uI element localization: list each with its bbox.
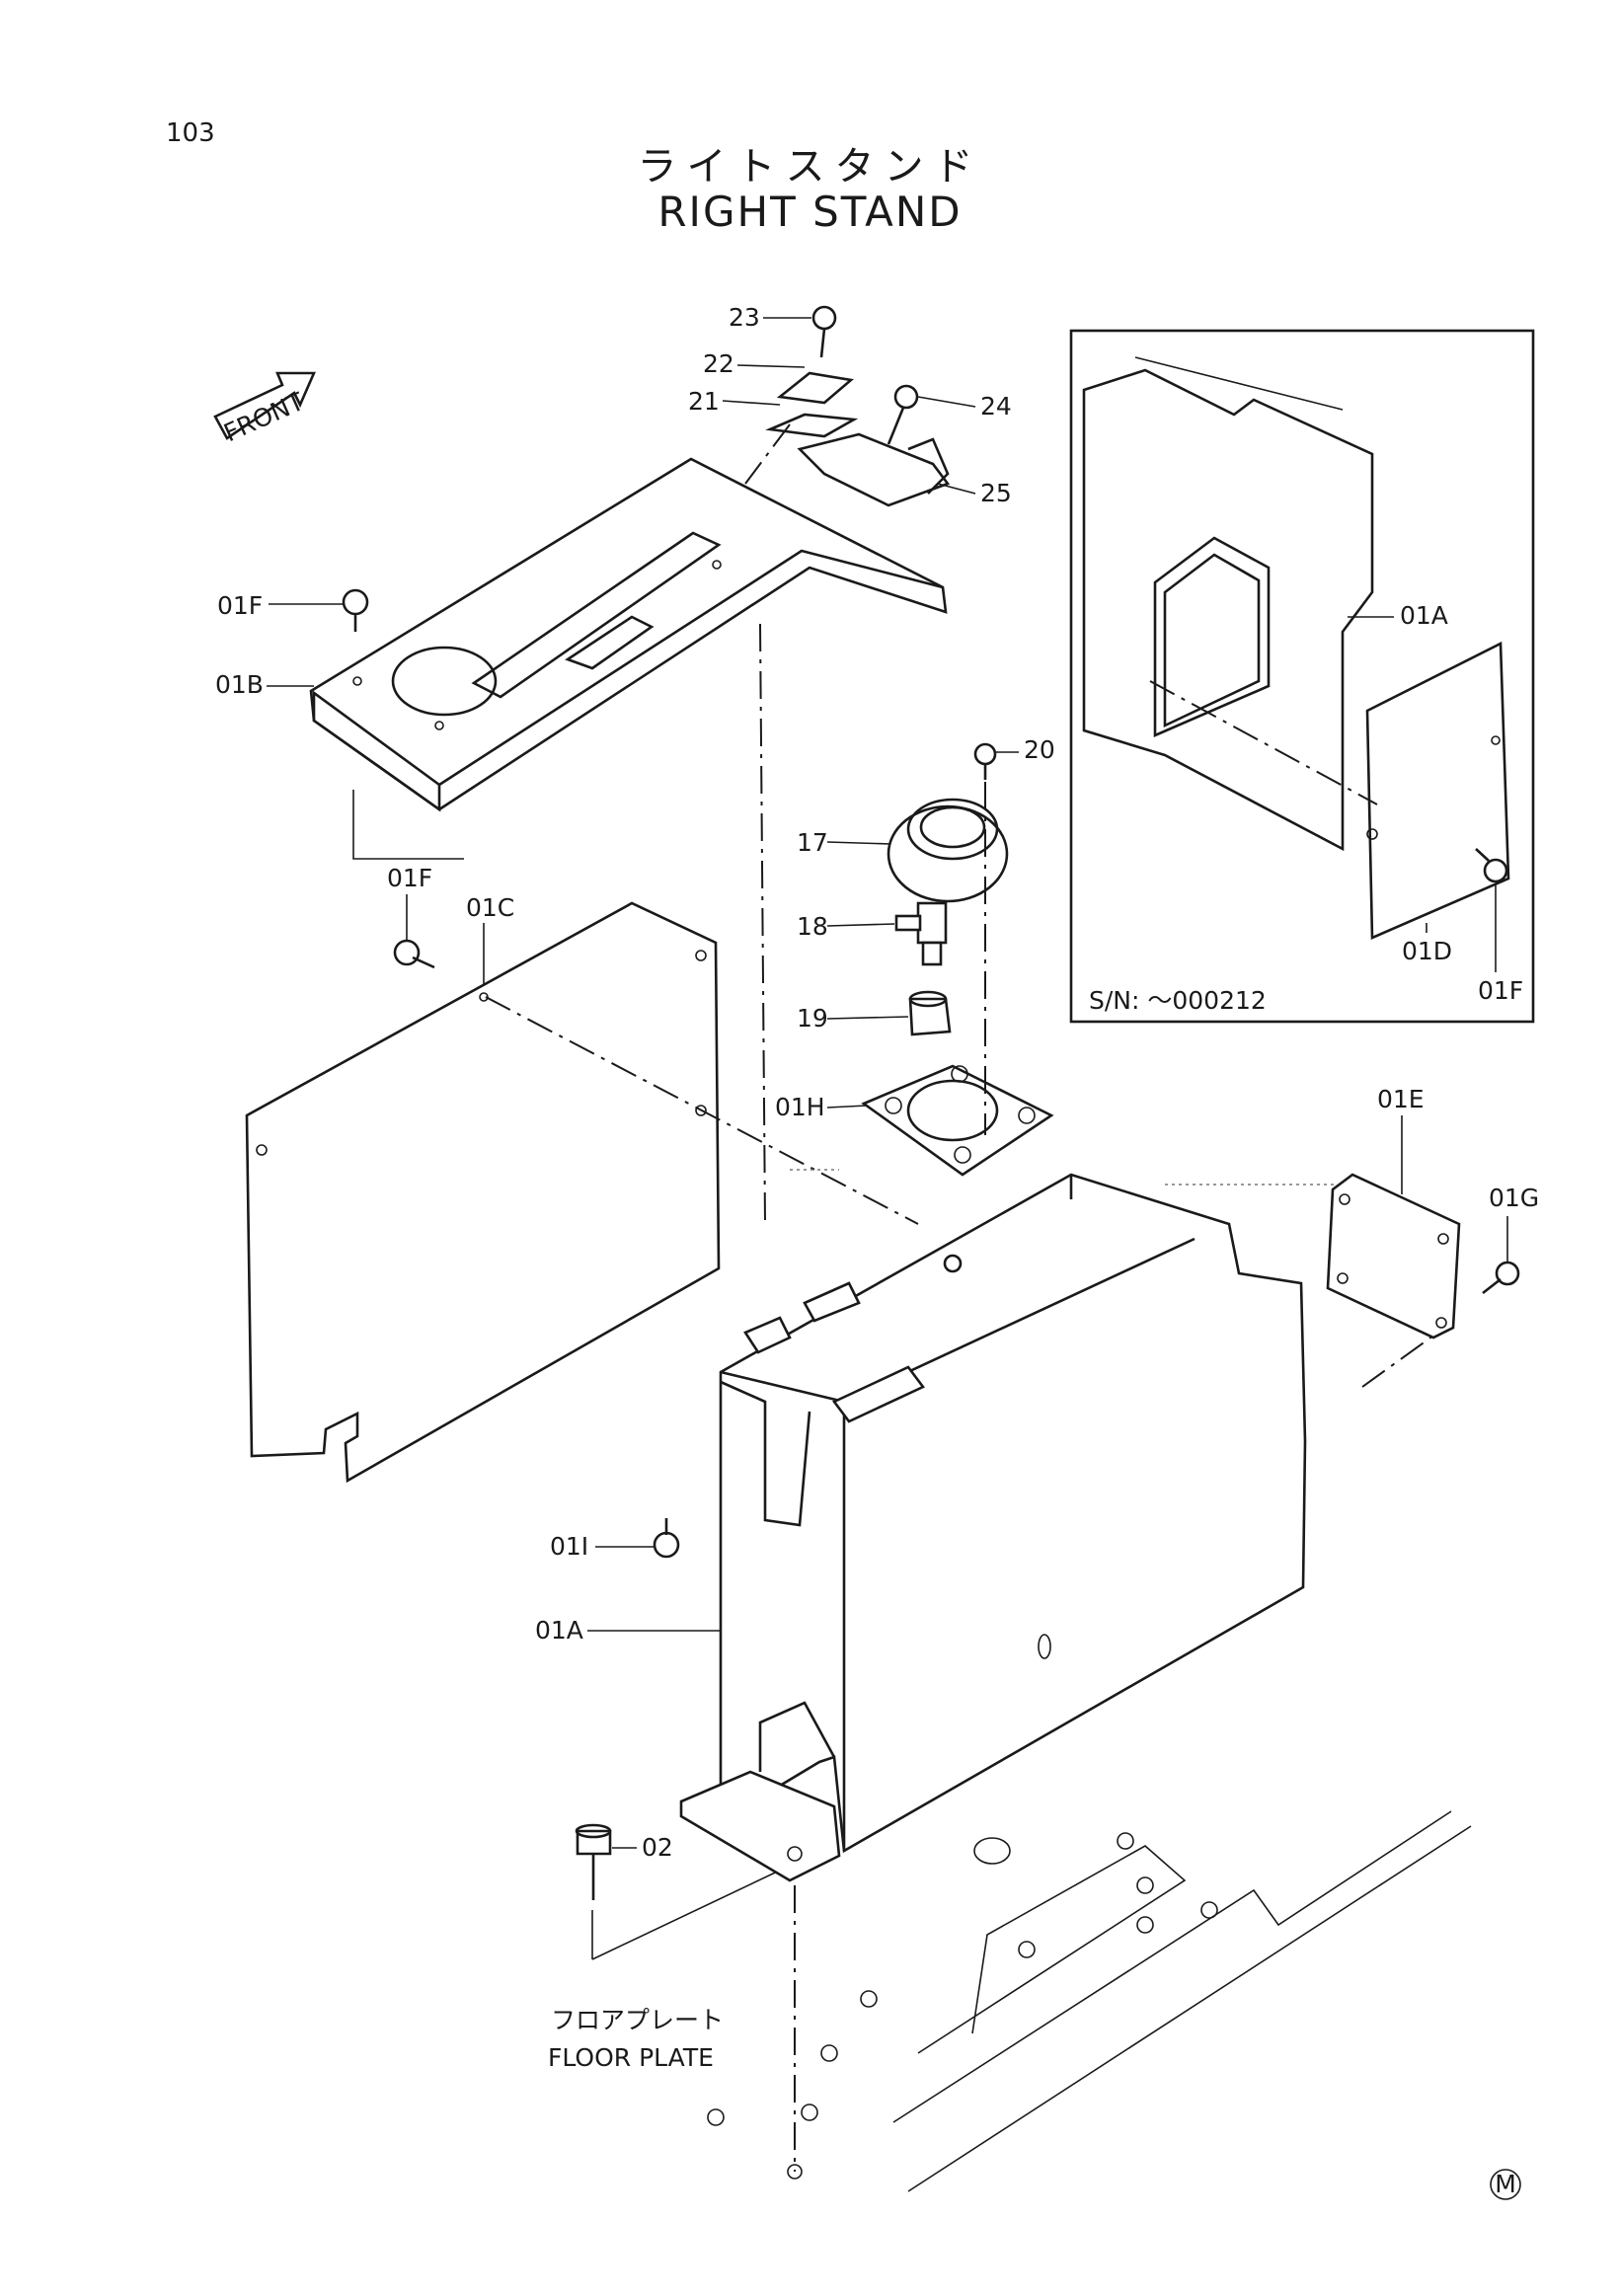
callout-19: 19 (797, 1004, 828, 1033)
serial-range-label: S/N: ～000212 (1089, 986, 1267, 1015)
m-mark-letter: M (1495, 2170, 1516, 2198)
callout-01H: 01H (775, 1093, 825, 1121)
callout-inset-01F: 01F (1478, 976, 1523, 1005)
page-number: 103 (166, 118, 215, 148)
diagram-title-japanese: ライトスタンド (637, 144, 983, 190)
inset-early-serial: S/N: ～000212 (1069, 329, 1535, 1024)
front-arrow-icon: FRONT (213, 371, 316, 448)
hinge-assembly (744, 305, 951, 507)
nut-19 (908, 990, 952, 1036)
top-cover-01B (309, 457, 948, 812)
callout-01C: 01C (466, 893, 514, 922)
screw-01F-mid (393, 939, 435, 969)
callout-01E: 01E (1377, 1085, 1425, 1113)
assembly-lines (352, 623, 1452, 2172)
side-panel-01C (245, 901, 721, 1484)
callout-inset-01A: 01A (1400, 601, 1448, 630)
callout-labels: 23 22 21 24 25 01F 01B 20 17 01F 01C 18 … (215, 303, 1539, 1862)
switch-17 (887, 798, 1009, 903)
m-mark-icon: M (1490, 2169, 1521, 2200)
floor-plate-label-japanese: フロアプレート (551, 2006, 724, 2034)
callout-01I: 01I (550, 1532, 588, 1561)
callout-18: 18 (797, 912, 828, 941)
callout-17: 17 (797, 828, 828, 857)
floor-plate-label: FLOOR PLATE (548, 2043, 714, 2072)
callout-01A-main: 01A (535, 1616, 583, 1645)
callout-02: 02 (642, 1833, 673, 1862)
floor-plate (707, 1810, 1472, 2192)
screw-01I (653, 1518, 680, 1559)
callout-20: 20 (1024, 735, 1055, 764)
callout-21: 21 (688, 387, 720, 416)
screw-01F-top (342, 588, 369, 632)
fitting-18 (894, 901, 948, 966)
screw-01G (1482, 1261, 1520, 1295)
front-arrow-label: FRONT (219, 387, 308, 448)
callout-01F-mid: 01F (387, 864, 432, 892)
cover-plate-01E (1326, 1173, 1461, 1339)
stand-body-01A (679, 1173, 1307, 1882)
diagram-title: RIGHT STAND (657, 188, 963, 236)
callout-22: 22 (703, 349, 734, 378)
callout-23: 23 (729, 303, 760, 332)
callout-01B: 01B (215, 670, 264, 699)
callout-01G: 01G (1489, 1184, 1539, 1212)
callout-inset-01D: 01D (1402, 937, 1452, 965)
callout-24: 24 (980, 392, 1012, 421)
callout-25: 25 (980, 479, 1012, 507)
callout-01F-top: 01F (217, 591, 263, 620)
screw-20 (973, 742, 997, 780)
plate-01H (861, 1064, 1054, 1177)
bolt-02 (575, 1823, 612, 1900)
